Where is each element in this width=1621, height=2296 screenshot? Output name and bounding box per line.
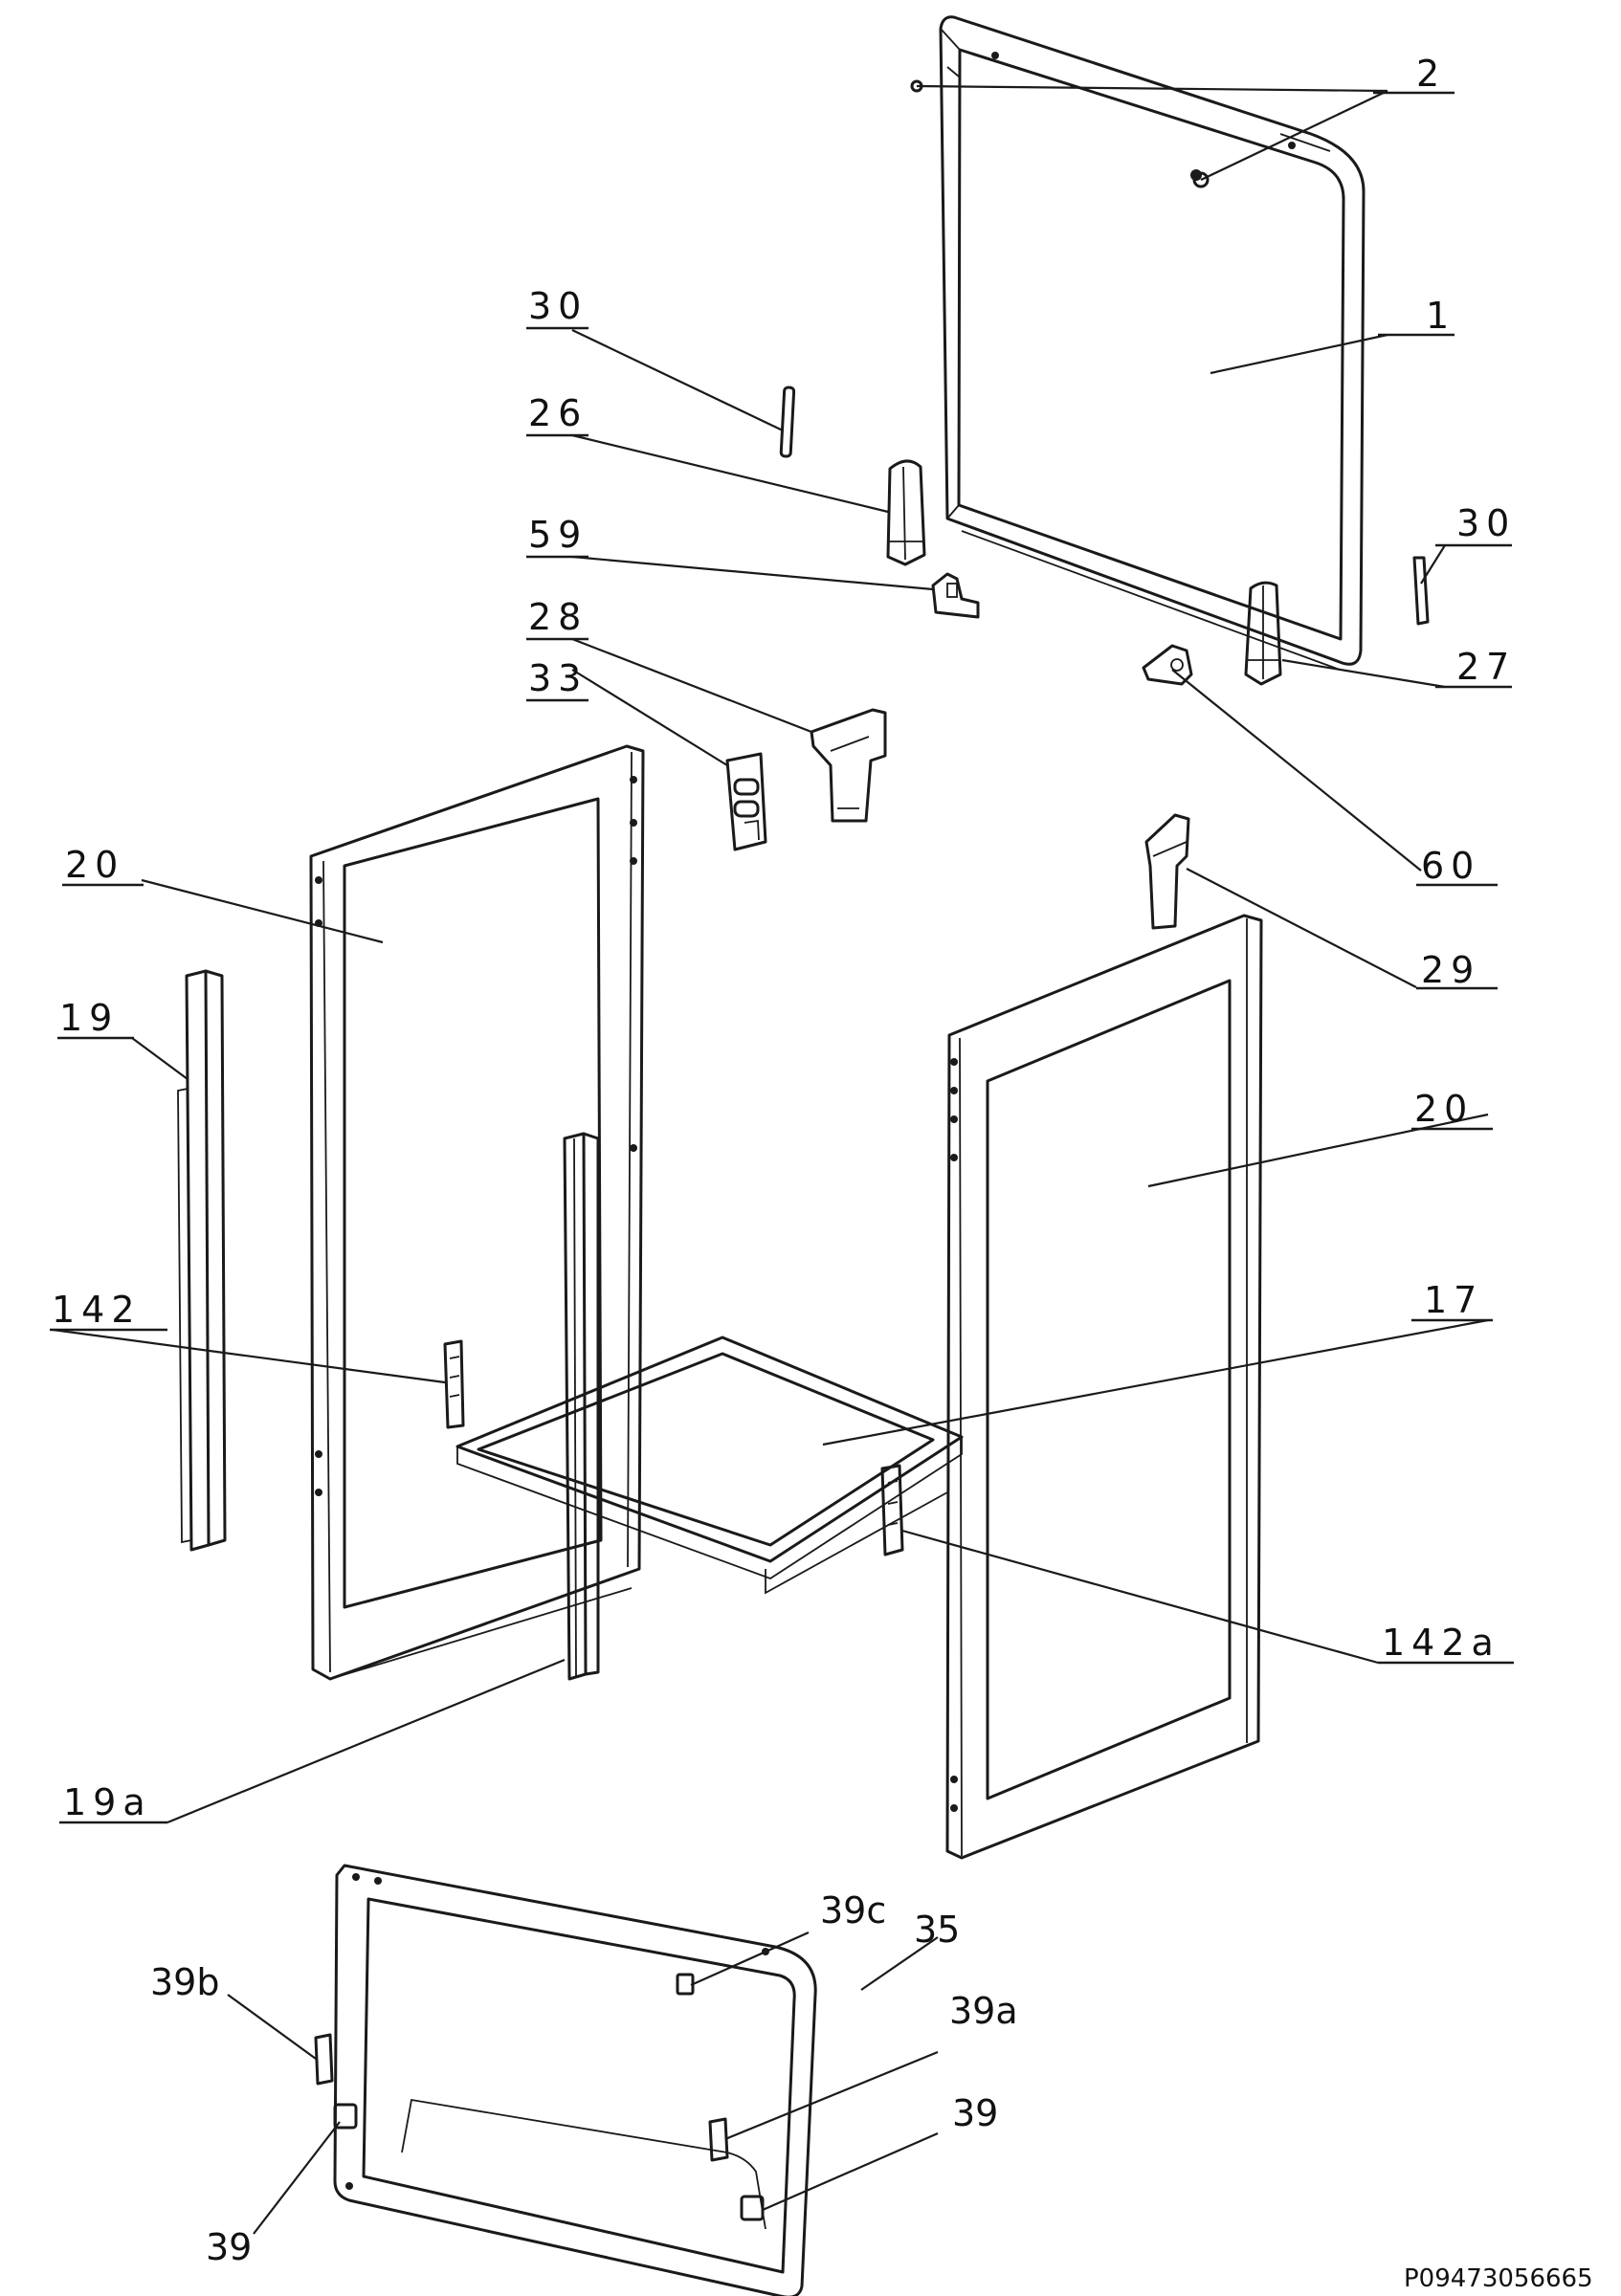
label-underlines	[50, 91, 1514, 1824]
label-19: 19	[59, 997, 119, 1039]
label-26: 26	[528, 392, 588, 434]
part-39-clip-left	[333, 2103, 358, 2130]
label-39-left: 39	[206, 2226, 252, 2268]
label-27: 27	[1456, 646, 1516, 688]
label-142a: 142a	[1382, 1622, 1500, 1664]
part-20-left-side-panel	[309, 744, 645, 1681]
label-17: 17	[1424, 1279, 1483, 1321]
part-142a-bracket	[880, 1464, 904, 1556]
part-33-latch	[725, 752, 767, 851]
label-59: 59	[528, 514, 588, 556]
label-28: 28	[528, 596, 588, 638]
part-30-pin-left	[779, 386, 796, 458]
label-29: 29	[1421, 949, 1480, 991]
leader-lines	[52, 84, 1489, 2235]
part-19a-rail	[563, 1132, 600, 1681]
part-29-bracket	[1144, 813, 1190, 930]
part-28-bracket	[810, 708, 887, 823]
label-35: 35	[914, 1909, 960, 1951]
reference-code: P09473056665	[1404, 2264, 1593, 2293]
part-17-tray	[455, 1336, 964, 1595]
part-2-screws	[910, 79, 1210, 188]
part-30-pin-right	[1412, 556, 1430, 626]
label-1: 1	[1426, 295, 1455, 337]
part-1-top-panel	[939, 15, 1366, 671]
label-30-right: 30	[1456, 502, 1516, 544]
label-39b: 39b	[150, 1961, 219, 2003]
part-39a-clip	[708, 2117, 729, 2162]
label-2: 2	[1416, 53, 1446, 95]
label-39c: 39c	[820, 1889, 886, 1932]
part-35-bottom-panel	[333, 1864, 817, 2296]
label-19a: 19a	[63, 1781, 152, 1823]
label-33: 33	[528, 657, 588, 699]
part-26-hinge	[886, 459, 926, 566]
part-19-rail	[177, 969, 227, 1552]
part-labels: 2 1 30 26 30 59 27 28 33 60 20 29 19 20 …	[52, 53, 1593, 2293]
part-20-right-side-panel	[945, 914, 1263, 1860]
part-39-clip-right	[740, 2195, 765, 2221]
label-39-right: 39	[952, 2092, 998, 2134]
part-142-bracket	[443, 1339, 465, 1429]
part-60-bracket	[1142, 644, 1193, 686]
part-59-bracket	[931, 572, 980, 619]
label-39a: 39a	[949, 1990, 1018, 2032]
label-20-right: 20	[1414, 1088, 1474, 1130]
label-142: 142	[52, 1289, 142, 1331]
label-60: 60	[1421, 845, 1480, 887]
label-30-left: 30	[528, 285, 588, 327]
label-20-left: 20	[65, 844, 124, 886]
part-39b-clip	[314, 2033, 334, 2086]
part-27-hinge	[1244, 581, 1282, 686]
